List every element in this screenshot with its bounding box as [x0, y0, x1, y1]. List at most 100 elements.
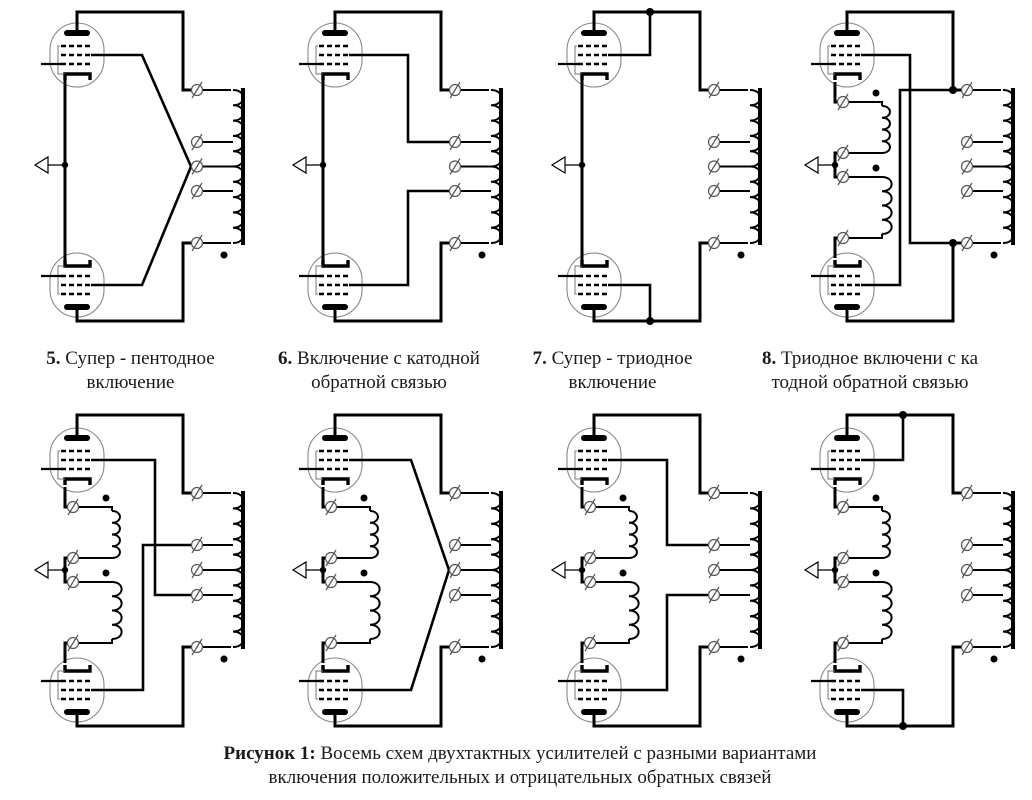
terminal-icon: [448, 484, 462, 502]
wire: [592, 645, 708, 728]
panel-6-title-line1: Включение с катодной: [297, 348, 480, 369]
input-arrow-icon: [803, 560, 835, 580]
terminal-icon: [707, 484, 721, 502]
wire: [333, 645, 449, 728]
junction-dot: [899, 722, 907, 730]
suppressor-link: [827, 45, 835, 75]
junction-dot: [990, 655, 998, 663]
terminal-icon: [836, 573, 850, 591]
wire: [337, 639, 371, 644]
terminal-icon: [960, 561, 974, 579]
junction-dot: [872, 494, 880, 502]
terminal-icon: [583, 634, 597, 652]
cathode: [321, 665, 350, 673]
junction-dot: [872, 89, 880, 97]
wire: [349, 53, 449, 144]
suppressor-link: [574, 670, 582, 700]
panel-7-number: 7.: [532, 348, 547, 369]
terminal-icon: [190, 484, 204, 502]
terminal-icon: [960, 536, 974, 554]
cathode: [63, 665, 92, 673]
cathode: [580, 665, 609, 673]
terminal-icon: [66, 549, 80, 567]
coil-winding: [369, 510, 379, 559]
wire: [91, 458, 191, 597]
wire: [849, 234, 883, 239]
terminal-icon: [836, 93, 850, 111]
top-tube-icon: [41, 427, 105, 493]
suppressor-link: [574, 265, 582, 295]
panel-6-caption: 6. Включение с катодной обратной связью: [248, 347, 510, 395]
suppressor-link: [57, 450, 65, 480]
terminal-icon: [583, 549, 597, 567]
circuit-panel-6: [291, 10, 503, 323]
panel-5-number: 5.: [46, 348, 61, 369]
cathode: [833, 665, 862, 673]
circuit-panel-10: [291, 413, 503, 728]
terminal-icon: [190, 638, 204, 656]
junction-dot: [872, 569, 880, 577]
circuit-panel-8: [803, 10, 1015, 323]
panel-6-title-line2: обратной связью: [311, 372, 447, 393]
junction-dot: [478, 655, 486, 663]
coil-winding: [369, 581, 381, 640]
terminal-icon: [707, 158, 721, 175]
panel-5-title-line1: Супер - пентодное: [65, 348, 215, 369]
input-arrow-icon: [33, 155, 65, 175]
terminal-icon: [448, 133, 462, 151]
wire: [75, 241, 191, 323]
wire: [75, 645, 191, 728]
wire: [79, 506, 113, 511]
terminal-icon: [707, 586, 721, 604]
terminal-icon: [66, 573, 80, 591]
coil-winding: [881, 510, 891, 559]
junction-dot: [102, 494, 110, 502]
junction-dot: [872, 164, 880, 172]
cathode: [833, 260, 862, 268]
wire: [608, 458, 708, 547]
wire: [349, 189, 449, 287]
junction-dot: [360, 494, 368, 502]
top-tube-icon: [299, 427, 363, 493]
terminal-icon: [190, 561, 204, 579]
suppressor-link: [57, 45, 65, 75]
terminal-icon: [190, 536, 204, 554]
terminal-icon: [448, 81, 462, 99]
coil-winding: [881, 581, 893, 640]
wire: [596, 639, 630, 644]
input-arrow-icon: [550, 560, 582, 580]
junction-dot: [990, 251, 998, 259]
cathode: [321, 477, 350, 485]
figure-caption: Рисунок 1: Восемь схем двухтактных усили…: [120, 742, 920, 790]
wire: [333, 10, 449, 92]
coil-winding: [881, 176, 893, 235]
junction-dot: [220, 251, 228, 259]
panel-8-number: 8.: [761, 348, 777, 369]
wire: [333, 241, 449, 323]
suppressor-link: [827, 265, 835, 295]
panel-6-number: 6.: [278, 348, 293, 369]
wire: [349, 569, 451, 692]
junction-dot: [949, 239, 957, 247]
terminal-icon: [707, 133, 721, 151]
input-arrow-icon: [33, 560, 65, 580]
wire: [75, 10, 191, 92]
junction-dot: [619, 569, 627, 577]
terminal-icon: [836, 549, 850, 567]
cathode: [833, 477, 862, 485]
wire: [861, 688, 905, 726]
terminal-icon: [448, 158, 462, 175]
wire: [592, 413, 708, 495]
coil-winding: [111, 510, 121, 559]
input-arrow-icon: [803, 155, 835, 175]
terminal-icon: [960, 158, 974, 175]
top-tube-icon: [558, 22, 622, 88]
terminal-icon: [324, 573, 338, 591]
suppressor-link: [574, 450, 582, 480]
coil-winding: [628, 510, 638, 559]
wire: [849, 506, 883, 511]
wire: [91, 543, 191, 692]
terminal-icon: [190, 158, 204, 175]
terminal-icon: [960, 586, 974, 604]
terminal-icon: [707, 234, 721, 252]
